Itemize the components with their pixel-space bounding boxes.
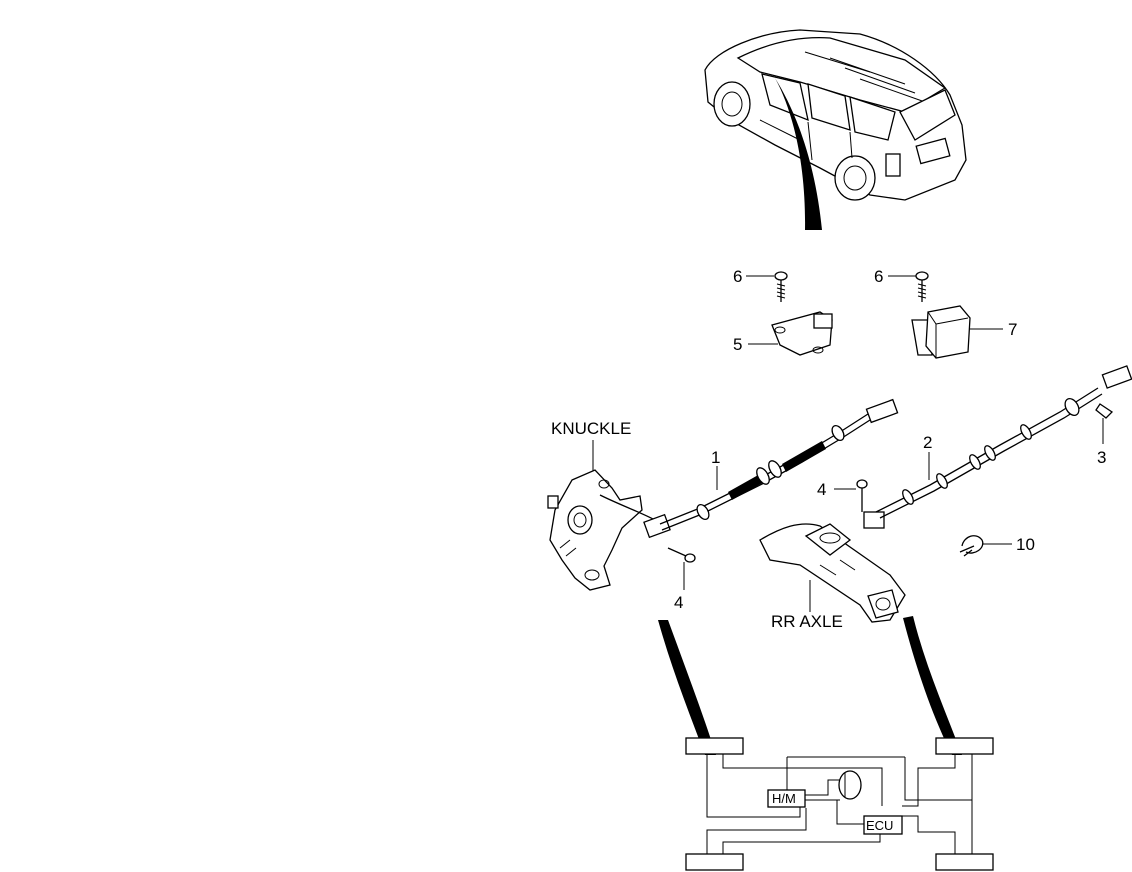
callout-1: 1: [711, 448, 720, 467]
rr-axle-label: RR AXLE: [771, 612, 843, 631]
clip-3: [1095, 403, 1114, 419]
knuckle-label: KNUCKLE: [551, 419, 631, 438]
callout-7: 7: [1008, 320, 1017, 339]
wiring-schematic: H/M ECU: [685, 737, 994, 871]
bolt-6-right: [915, 271, 929, 302]
bolt-4-front: [667, 547, 696, 563]
ecu-box: [863, 815, 903, 835]
pointer-wedge-left: [658, 620, 716, 755]
callout-3: 3: [1097, 448, 1106, 467]
vehicle-illustration: [704, 29, 967, 230]
wheel-speed-sensor-1: [599, 398, 899, 539]
callout-4-rear: 4: [817, 480, 826, 499]
knuckle: [547, 469, 643, 591]
wheel-front-left: [685, 737, 744, 755]
wheel-speed-sensor-2: [863, 365, 1132, 529]
master-cylinder: [838, 770, 862, 800]
hm-label: H/M: [772, 791, 796, 806]
wheel-rear-right: [935, 853, 994, 871]
module-7: [911, 305, 971, 359]
bolt-4-rear: [856, 479, 868, 512]
callout-2: 2: [923, 433, 932, 452]
wheel-front-right: [935, 737, 994, 755]
pointer-wedge-right: [903, 616, 962, 755]
bolt-6-left: [774, 271, 788, 302]
ecu-label: ECU: [866, 818, 893, 833]
rear-axle: [759, 523, 906, 623]
callout-6-left: 6: [733, 267, 742, 286]
wheel-rear-left: [685, 853, 744, 871]
callout-4-front: 4: [674, 593, 683, 612]
hm-box: [767, 789, 806, 808]
callout-5: 5: [733, 335, 742, 354]
callout-10: 10: [1016, 535, 1035, 554]
clip-10: [959, 535, 984, 557]
callout-6-right: 6: [874, 267, 883, 286]
sensor-5: [771, 311, 833, 356]
